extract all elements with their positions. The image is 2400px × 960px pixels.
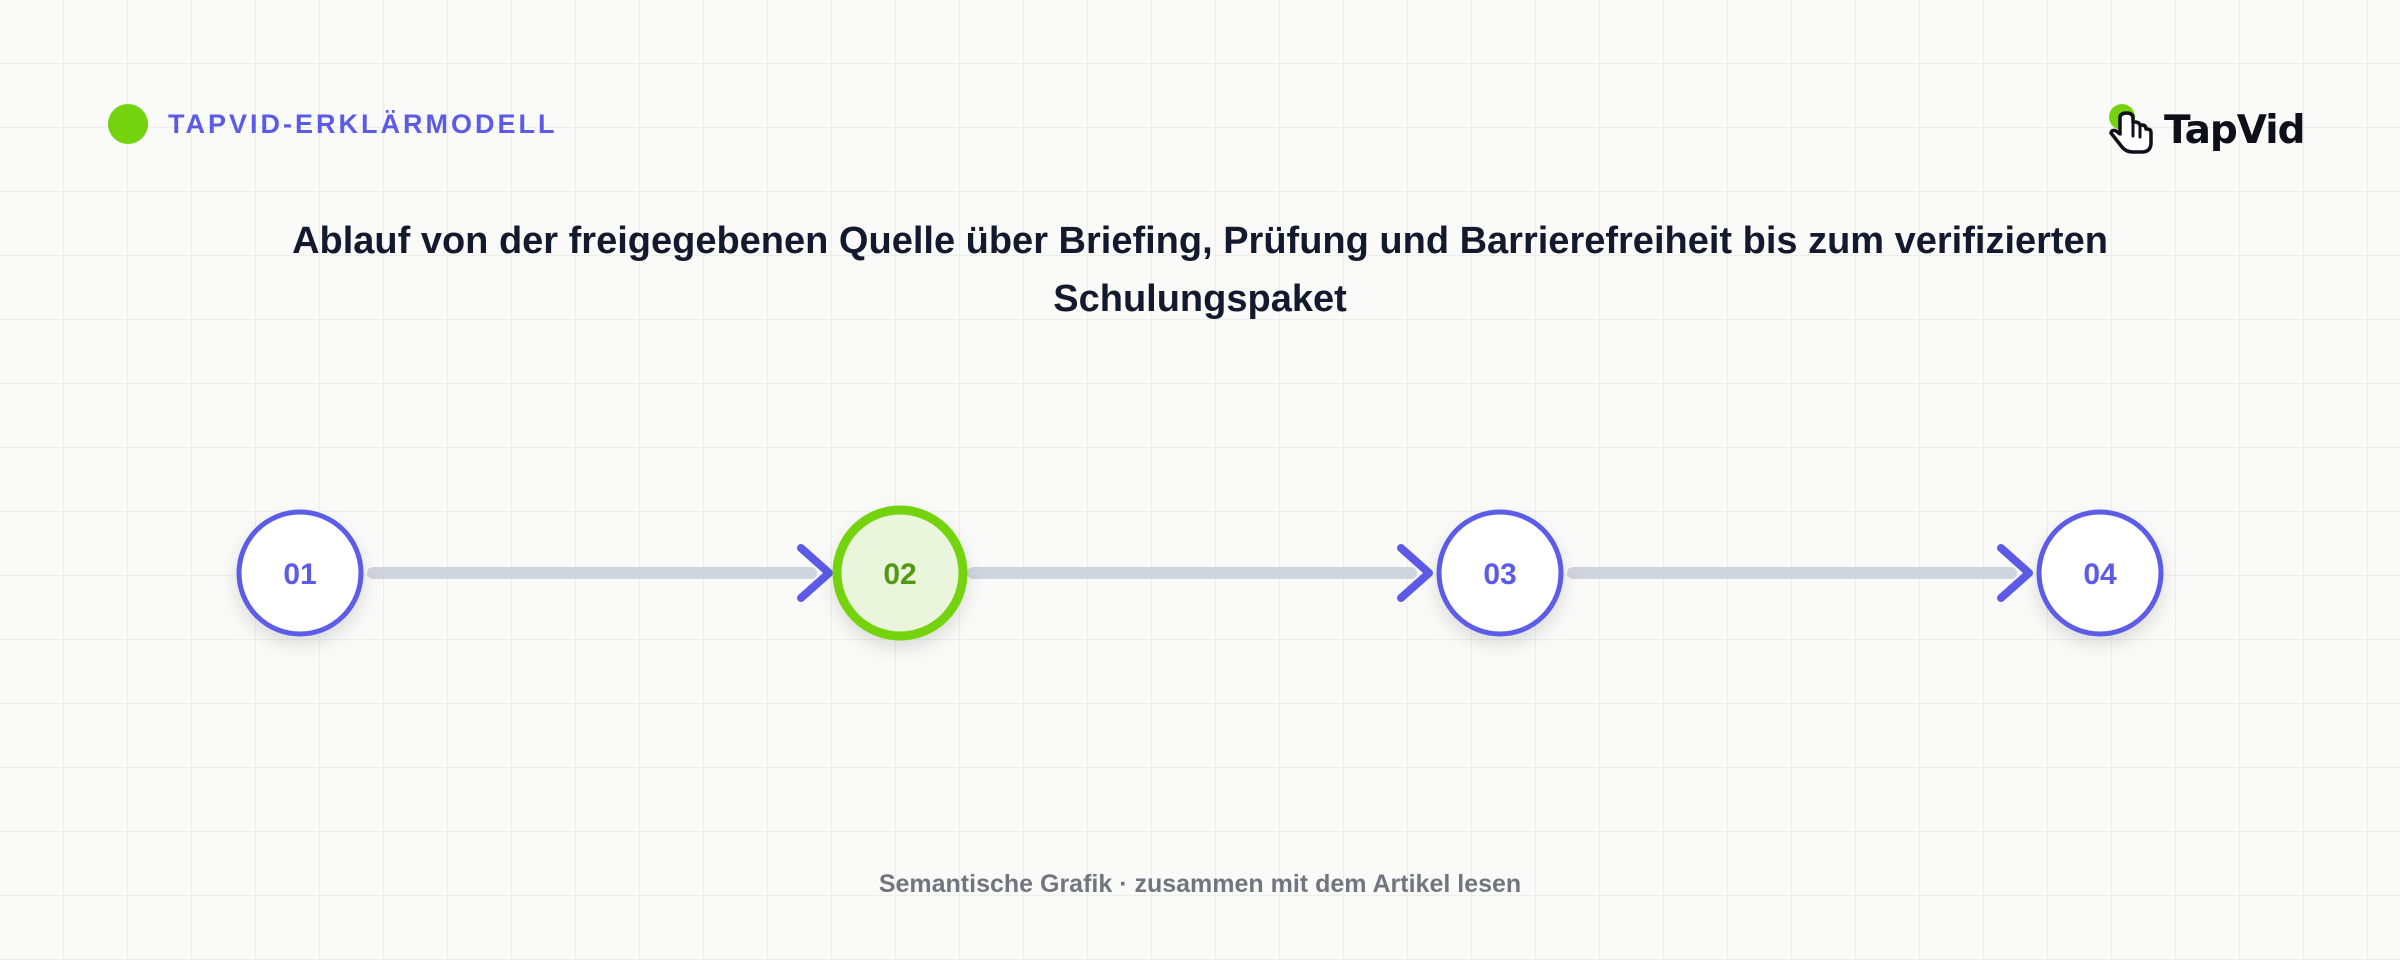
header-label-text: TAPVID-ERKLÄRMODELL (168, 108, 558, 139)
connector-1-2 (367, 544, 833, 602)
connector-3-4 (1567, 544, 2033, 602)
step-label: 03 (1483, 558, 1516, 591)
step-label: 01 (283, 558, 316, 591)
step-circle (1436, 509, 1564, 637)
tapvid-logo: TapVid (2106, 100, 2306, 160)
step-circle (236, 509, 364, 637)
step-node-02: 02 (832, 505, 968, 641)
step-label: 02 (883, 558, 916, 591)
step-label: 04 (2083, 558, 2117, 591)
footer-note: Semantische Grafik · zusammen mit dem Ar… (878, 870, 1522, 898)
step-circle (2036, 509, 2164, 637)
logo-text: TapVid (2164, 107, 2306, 153)
arrowhead-icon (1397, 544, 1433, 602)
arrowhead-icon (797, 544, 833, 602)
arrowhead-icon (1997, 544, 2033, 602)
step-circle (832, 505, 968, 641)
step-node-04: 04 (2036, 509, 2164, 637)
step-node-01: 01 (236, 509, 364, 637)
header-label: TAPVID-ERKLÄRMODELL (108, 104, 557, 144)
step-node-03: 03 (1436, 509, 1564, 637)
pointer-hand-icon (2106, 100, 2166, 160)
status-dot (108, 104, 148, 144)
page-title: Ablauf von der freigegebenen Quelle über… (292, 220, 2108, 320)
connector-2-3 (967, 544, 1433, 602)
